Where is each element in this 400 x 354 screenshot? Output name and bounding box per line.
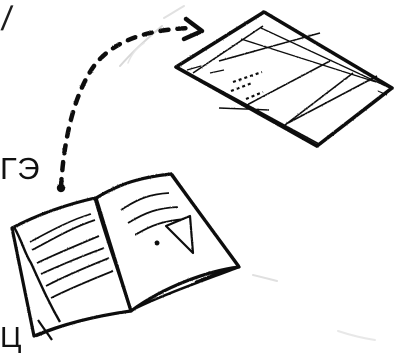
- sketch-scene: / ГЭ Ц: [0, 0, 400, 343]
- dashed-arrow: [57, 19, 202, 192]
- bottom-text-fragment: Ц: [0, 324, 21, 353]
- faint-stroke-5: [338, 331, 375, 340]
- faint-stroke-3: [128, 43, 144, 63]
- open-book-icon: [12, 174, 239, 340]
- faint-stroke-2: [164, 6, 184, 18]
- faint-stroke-4: [253, 275, 277, 281]
- sheet-icon: [176, 12, 392, 146]
- sketch-illustration: [0, 0, 400, 343]
- middle-text-fragment: ГЭ: [0, 153, 40, 184]
